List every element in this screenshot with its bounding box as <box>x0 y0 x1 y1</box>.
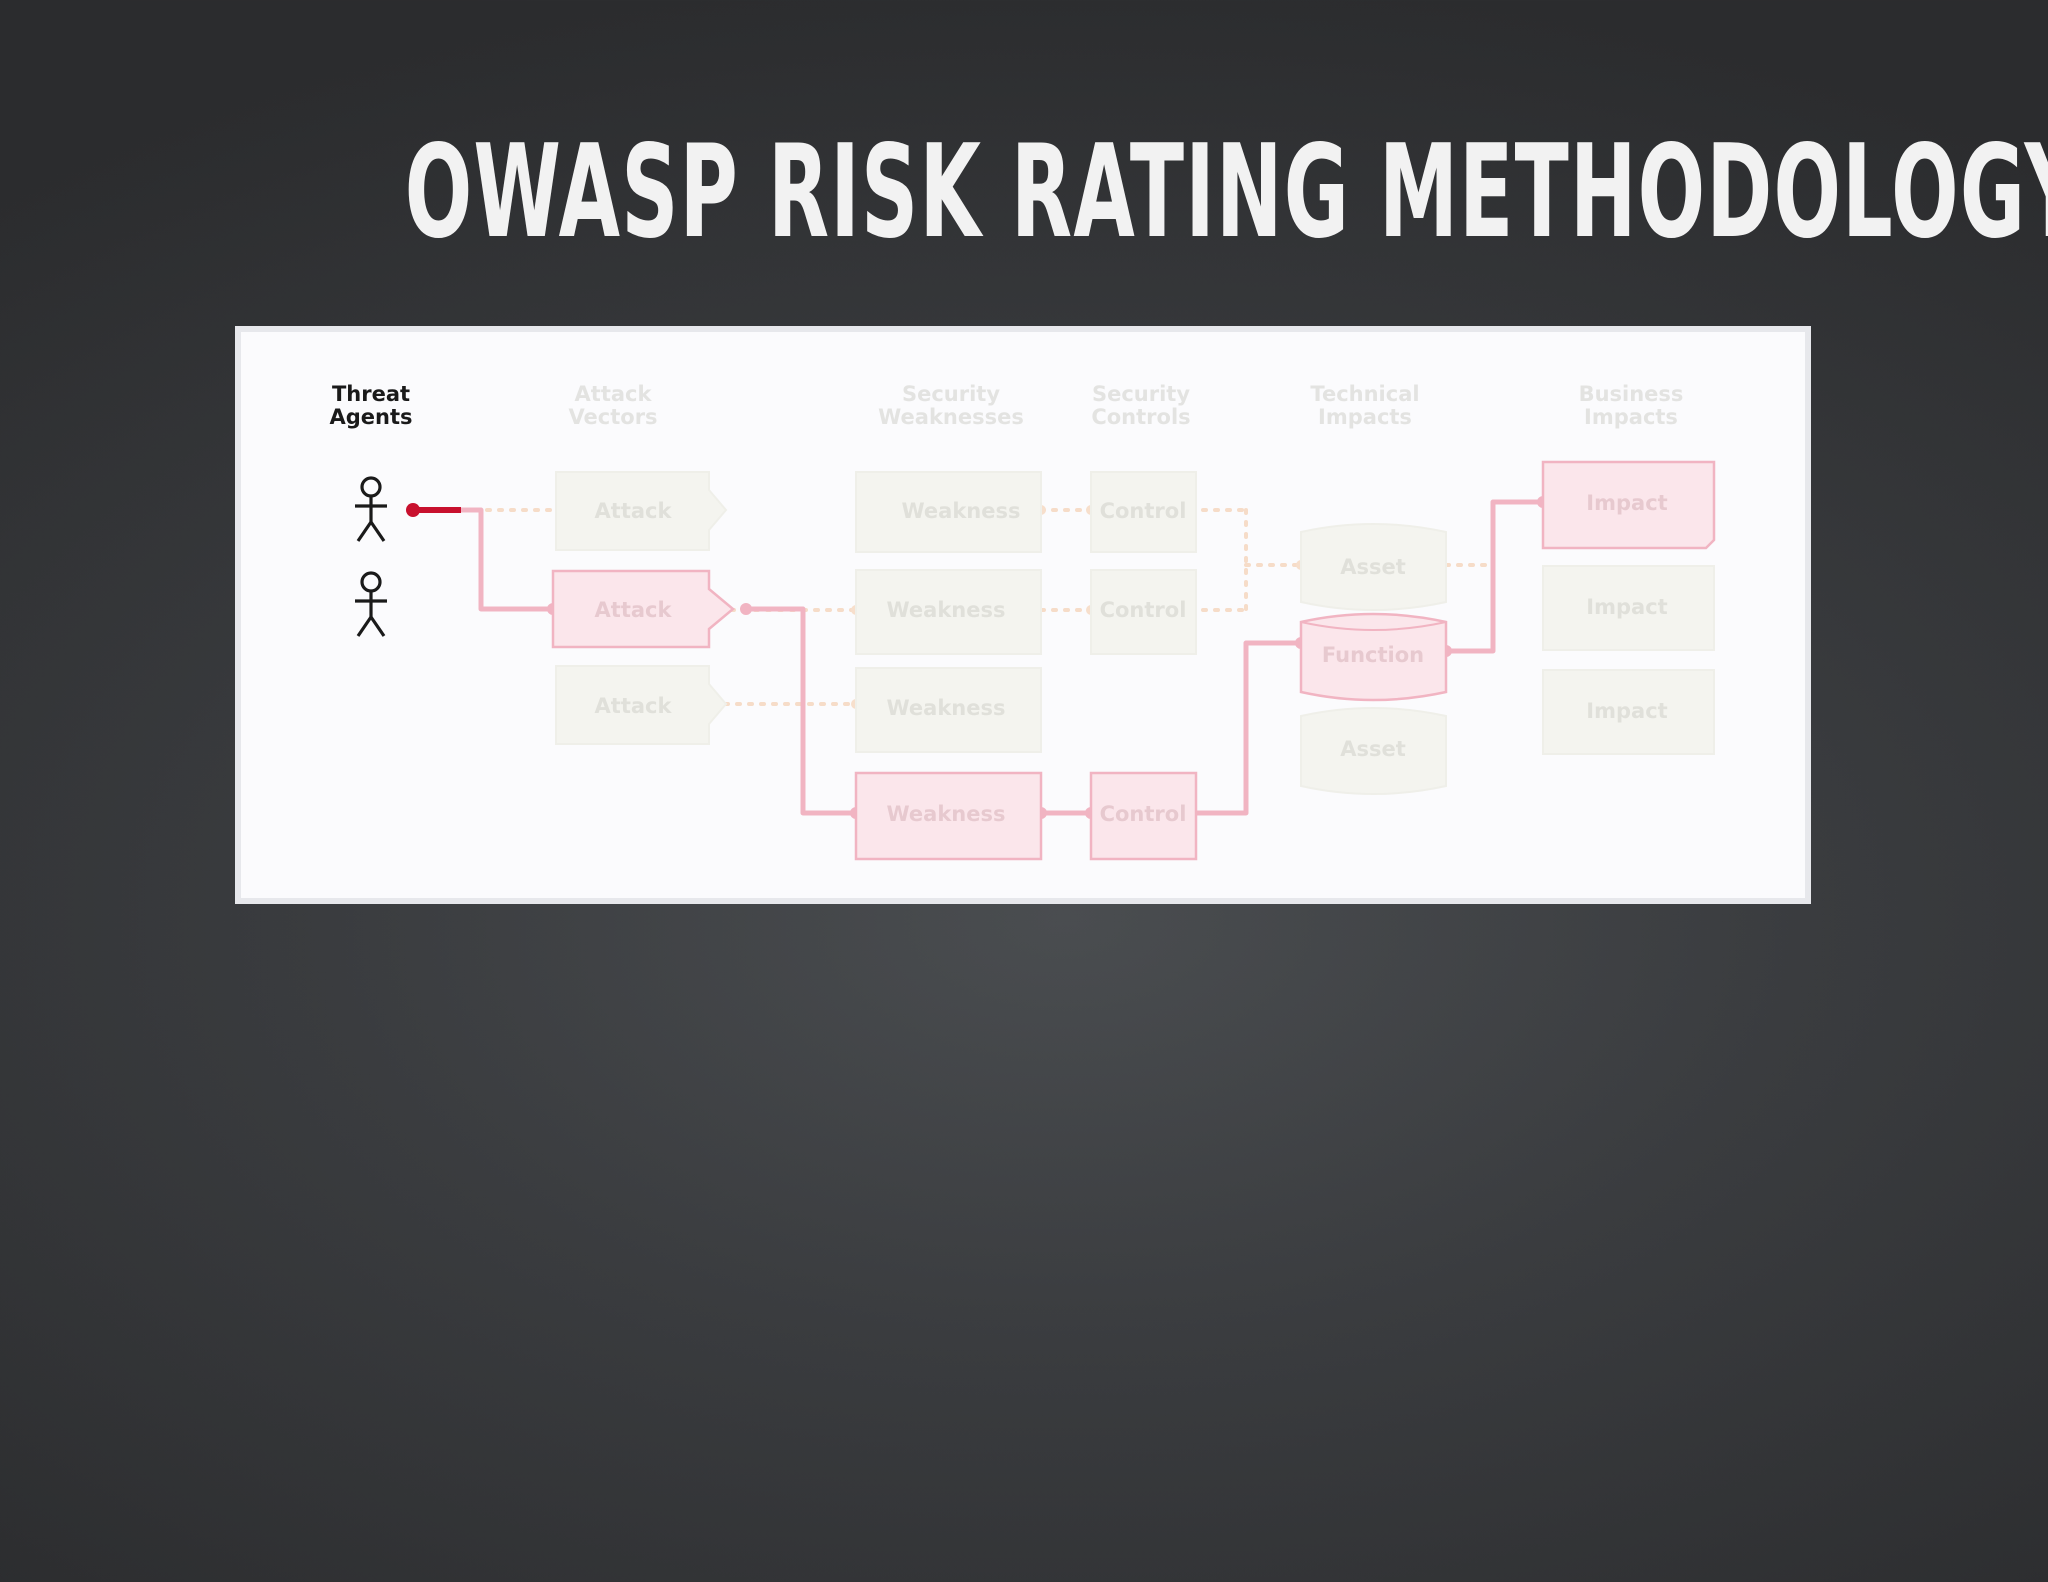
attack-box-3: Attack <box>555 665 728 745</box>
impact-label: Impact <box>1586 491 1667 515</box>
threat-agent-figure-2 <box>355 571 387 637</box>
active-risk-path <box>461 499 1543 816</box>
header-technical-impacts-l1: Technical <box>1310 382 1419 406</box>
inactive-dotted-paths <box>449 508 1493 706</box>
asset-label: Asset <box>1340 555 1406 579</box>
weakness-box-3: Weakness <box>855 667 1042 753</box>
weakness-box-2: Weakness <box>855 569 1042 655</box>
slide-title: OWASP RISK RATING METHODOLOGY <box>404 118 2048 267</box>
asset-cylinder-1: Asset <box>1300 523 1447 611</box>
function-cylinder-active: Function <box>1299 612 1448 702</box>
threat-agent-figure-1 <box>355 476 387 542</box>
asset-label: Asset <box>1340 737 1406 761</box>
header-attack-vectors-l1: Attack <box>575 382 653 406</box>
header-threat-agents-l1: Threat <box>332 382 410 406</box>
attack-box-1: Attack <box>555 471 728 551</box>
weakness-label: Weakness <box>887 598 1006 622</box>
header-technical-impacts-l2: Impacts <box>1318 405 1412 429</box>
header-security-controls-l2: Controls <box>1091 405 1190 429</box>
header-business-impacts-l2: Impacts <box>1584 405 1678 429</box>
header-threat-agents-l2: Agents <box>329 405 412 429</box>
control-box-3-active: Control <box>1089 771 1198 861</box>
header-security-controls-l1: Security <box>1092 382 1190 406</box>
weakness-box-1: Weakness <box>855 471 1042 553</box>
risk-path-svg: Threat Agents Attack Vectors Security We… <box>329 382 1716 861</box>
weakness-label: Weakness <box>902 499 1021 523</box>
attack-label: Attack <box>595 598 673 622</box>
attack-label: Attack <box>595 694 673 718</box>
function-label: Function <box>1322 643 1424 667</box>
impact-box-2: Impact <box>1542 565 1715 651</box>
asset-cylinder-3: Asset <box>1300 707 1447 795</box>
header-security-weaknesses-l1: Security <box>902 382 1000 406</box>
impact-box-1-active: Impact <box>1541 460 1716 550</box>
control-box-2: Control <box>1090 569 1197 655</box>
attack-box-2-active: Attack <box>551 569 735 649</box>
impact-label: Impact <box>1586 699 1667 723</box>
control-box-1: Control <box>1090 471 1197 553</box>
impact-label: Impact <box>1586 595 1667 619</box>
agent-connector-highlight <box>406 503 461 517</box>
risk-path-diagram: Threat Agents Attack Vectors Security We… <box>235 326 1811 904</box>
impact-box-3: Impact <box>1542 669 1715 755</box>
attack-label: Attack <box>595 499 673 523</box>
header-security-weaknesses-l2: Weaknesses <box>878 405 1024 429</box>
weakness-box-4-active: Weakness <box>854 771 1043 861</box>
control-label: Control <box>1100 598 1187 622</box>
header-business-impacts-l1: Business <box>1579 382 1684 406</box>
weakness-label: Weakness <box>887 696 1006 720</box>
control-label: Control <box>1100 802 1187 826</box>
control-label: Control <box>1100 499 1187 523</box>
weakness-label: Weakness <box>887 802 1006 826</box>
header-attack-vectors-l2: Vectors <box>568 405 657 429</box>
